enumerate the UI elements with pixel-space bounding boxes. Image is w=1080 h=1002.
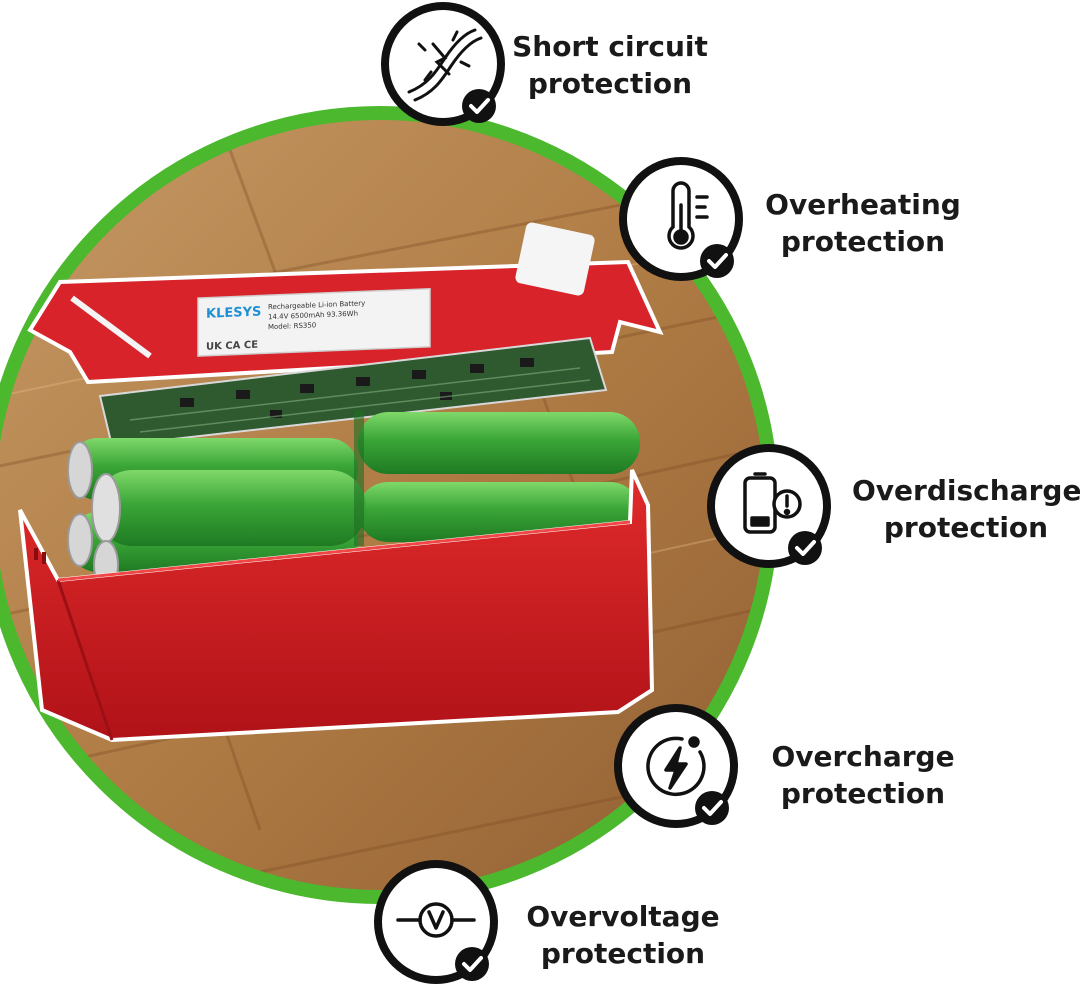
checkmark-badge-icon xyxy=(700,244,734,278)
battery-case xyxy=(18,469,655,743)
checkmark-badge-icon xyxy=(788,531,822,565)
overheating-feature-badge xyxy=(617,155,745,283)
overvoltage-feature-badge xyxy=(372,858,500,986)
battery-certification-marks: UK CA CE xyxy=(206,340,258,353)
circuit-board xyxy=(98,336,608,448)
battery-label-line-3: Model: RS350 xyxy=(268,321,316,331)
thermometer-icon xyxy=(667,181,709,250)
short-circuit-feature-badge xyxy=(379,0,507,128)
battery-label-line-1: Rechargeable Li-ion Battery xyxy=(268,299,365,311)
short-circuit-label: Short circuit protection xyxy=(512,30,708,100)
overheating-label: Overheating protection xyxy=(765,188,961,258)
overcharge-label: Overcharge protection xyxy=(771,740,955,810)
battery-label-line-2: 14.4V 6500mAh 93.36Wh xyxy=(268,310,358,322)
checkmark-badge-icon xyxy=(462,89,496,123)
overdischarge-label: Overdischarge protection xyxy=(852,474,1080,544)
checkmark-badge-icon xyxy=(695,791,729,825)
charge-bolt-icon xyxy=(646,736,706,797)
battery-brand-text: KLESYS xyxy=(206,305,261,322)
battery-warning-icon xyxy=(743,472,802,534)
overcharge-feature-badge xyxy=(612,702,740,830)
checkmark-badge-icon xyxy=(455,947,489,981)
overvoltage-label: Overvoltage protection xyxy=(526,900,720,970)
short-circuit-icon xyxy=(407,28,483,102)
overdischarge-feature-badge xyxy=(705,442,833,570)
voltmeter-icon xyxy=(396,902,476,938)
battery-cells xyxy=(67,410,640,590)
